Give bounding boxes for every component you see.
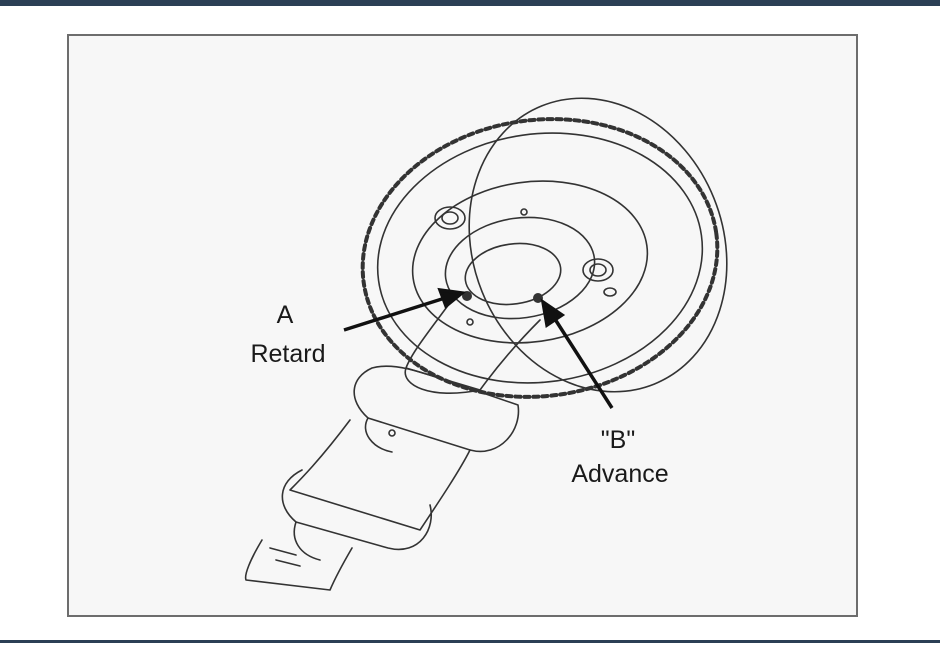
cam-lobe-2 (281, 469, 432, 551)
label-b: "B" (600, 426, 636, 454)
hub-face (411, 180, 649, 344)
arrow-b-head (540, 298, 566, 328)
sprocket-teeth-ring (360, 117, 720, 399)
sprocket-outer-edge (376, 132, 704, 384)
advance-port (533, 293, 543, 303)
label-a: A (276, 301, 294, 329)
arrow-a-shaft (343, 296, 446, 332)
figure-frame (67, 34, 858, 617)
label-retard: Retard (250, 340, 326, 368)
retard-port (462, 291, 472, 301)
arrow-a-head (437, 287, 467, 309)
sprocket-rear-rim (468, 97, 728, 393)
hub-center (464, 242, 562, 306)
hub-inner-ring (444, 216, 596, 320)
cam-lobe-1 (353, 365, 520, 453)
camshaft-end (244, 539, 353, 591)
bolt-left (434, 206, 466, 230)
top-bar (0, 0, 940, 6)
camshaft-body (289, 419, 471, 531)
label-advance: Advance (571, 460, 669, 488)
bottom-rule (0, 640, 940, 643)
bolt-right (582, 258, 614, 282)
arrow-b-shaft (551, 315, 614, 409)
